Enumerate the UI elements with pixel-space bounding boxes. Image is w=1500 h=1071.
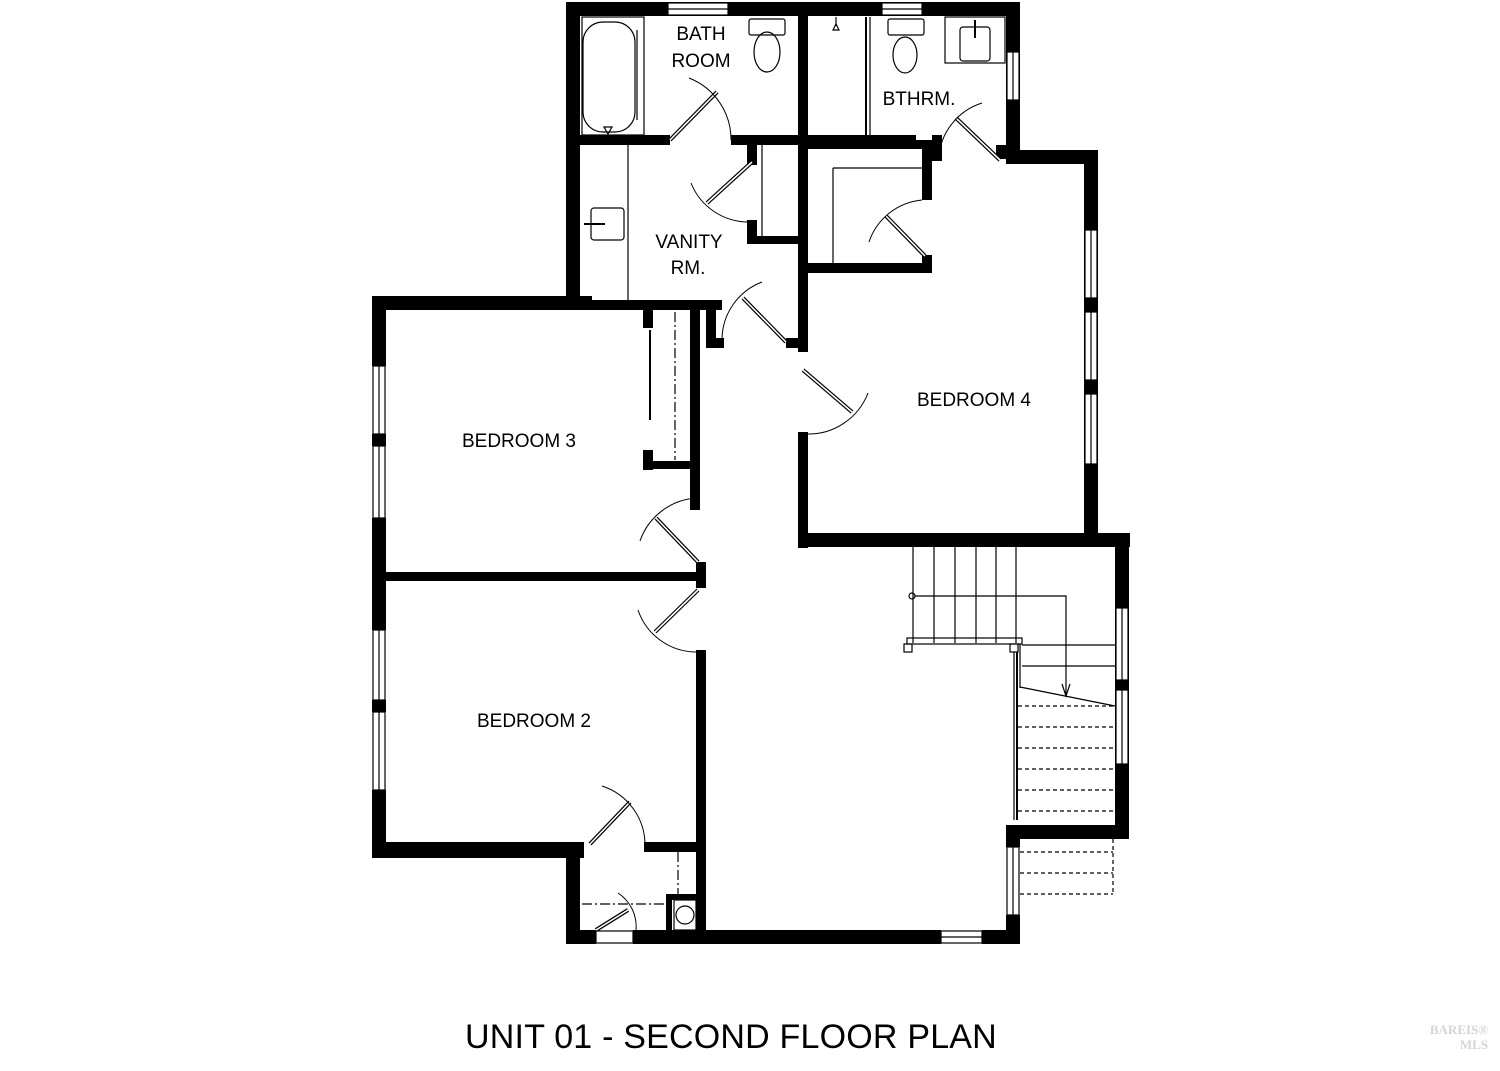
windows (372, 2, 1129, 944)
watermark-line1: BAREIS® (1429, 1022, 1488, 1037)
room-label-vanity-line2: RM. (671, 258, 706, 279)
stairs (903, 547, 1116, 895)
mls-watermark: BAREIS® MLS (1418, 1022, 1488, 1052)
fixtures (581, 16, 1006, 931)
room-label-bedroom-4: BEDROOM 4 (917, 390, 1031, 411)
room-label-bathroom-line2: ROOM (671, 51, 730, 72)
room-label-bedroom-2: BEDROOM 2 (477, 711, 591, 732)
room-labels: BATH ROOM BTHRM. VANITY RM. BEDROOM 3 BE… (462, 24, 1031, 732)
room-label-bathroom: BATH (676, 24, 725, 45)
watermark-line2: MLS (1459, 1037, 1488, 1052)
plan-title: UNIT 01 - SECOND FLOOR PLAN (465, 1018, 997, 1056)
room-label-vanity: VANITY (655, 232, 723, 253)
doors (588, 77, 1002, 932)
room-label-bthrm: BTHRM. (883, 89, 956, 110)
room-label-bedroom-3: BEDROOM 3 (462, 431, 576, 452)
